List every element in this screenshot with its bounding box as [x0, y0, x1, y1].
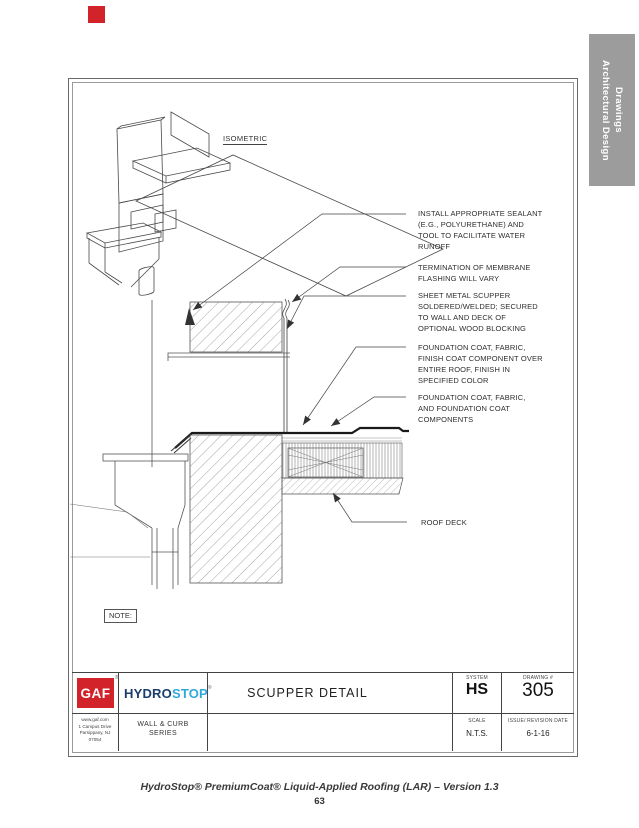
- series-line-1: WALL & CURB: [137, 721, 189, 728]
- hydrostop-reg: ®: [207, 685, 212, 691]
- gaf-address-3: 07054: [88, 736, 102, 742]
- gaf-logo: GAF: [77, 678, 114, 708]
- gaf-website: www.gaf.com: [81, 717, 109, 722]
- series-line-2: SERIES: [148, 730, 178, 737]
- callout-sheet-metal-scupper: SHEET METAL SCUPPER SOLDERED/WELDED; SEC…: [418, 291, 538, 333]
- scale-cell: SCALE N.T.S.: [453, 714, 502, 751]
- gaf-address-2: Parsippany, NJ: [79, 730, 111, 735]
- callout-foundation-coat: FOUNDATION COAT, FABRIC, AND FOUNDATION …: [418, 393, 526, 424]
- red-corner-marker: [88, 6, 105, 23]
- empty-cell: [208, 714, 453, 751]
- gaf-address-1: 1 Campus Drive: [78, 723, 112, 729]
- scale-value: N.T.S.: [466, 729, 488, 738]
- series-cell: WALL & CURB SERIES: [119, 714, 208, 751]
- drawing-number-label: DRAWING #: [523, 675, 553, 681]
- scale-label: SCALE: [468, 718, 486, 724]
- callout-sealant: INSTALL APPROPRIATE SEALANT (E.G., POLYU…: [418, 209, 543, 251]
- system-value: HS: [465, 681, 489, 698]
- system-cell: SYSTEM HS: [453, 673, 502, 714]
- hydrostop-wordmark: HYDROSTOP®: [124, 685, 212, 702]
- drawing-number-value: 305: [522, 680, 554, 701]
- sheet-title: SCUPPER DETAIL: [208, 673, 453, 714]
- page-border-outer: [68, 78, 578, 757]
- address-cell: www.gaf.com 1 Campus Drive Parsippany, N…: [72, 714, 119, 751]
- title-block: GAF ® HYDROSTOP® SCUPPER DETAIL SYSTEM H…: [72, 672, 574, 751]
- chapter-tab-label: Architectural Design Drawings: [600, 59, 624, 161]
- note-box: NOTE:: [104, 609, 137, 623]
- revision-label: ISSUE/ REVISION DATE: [507, 718, 569, 724]
- chapter-tab: Architectural Design Drawings: [589, 34, 635, 186]
- footer-title: HydroStop® PremiumCoat® Liquid-Applied R…: [140, 781, 499, 793]
- page-border-inner: [72, 82, 574, 753]
- drawing-number-cell: DRAWING # 305: [502, 673, 574, 714]
- revision-value: 6-1-16: [526, 729, 550, 738]
- brand-cell: HYDROSTOP®: [119, 673, 212, 714]
- gaf-logo-reg: ®: [115, 675, 119, 681]
- callout-termination: TERMINATION OF MEMBRANE FLASHING WILL VA…: [418, 263, 531, 283]
- revision-cell: ISSUE/ REVISION DATE 6-1-16: [502, 714, 574, 751]
- logo-cell: GAF ®: [72, 673, 119, 714]
- callout-roof-deck: ROOF DECK: [421, 518, 467, 527]
- isometric-label: ISOMETRIC: [223, 134, 268, 145]
- system-label: SYSTEM: [466, 675, 488, 681]
- page-number: 63: [314, 796, 325, 807]
- callout-finish-coat: FOUNDATION COAT, FABRIC, FINISH COAT COM…: [418, 343, 543, 385]
